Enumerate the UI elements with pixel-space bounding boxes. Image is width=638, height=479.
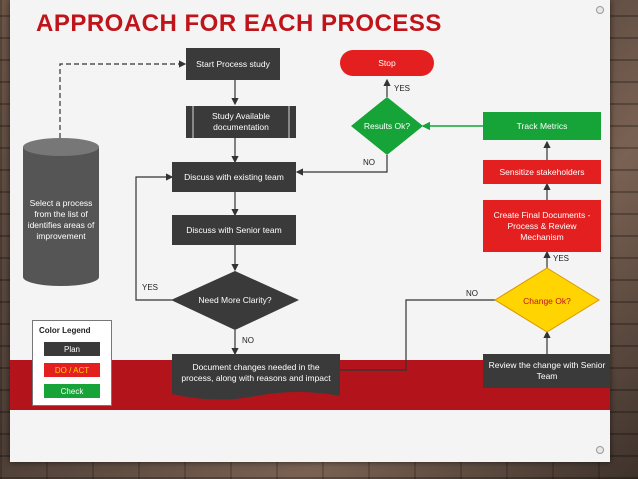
no-change-label: NO — [466, 289, 478, 298]
review-change-box: Review the change with Senior Team — [483, 354, 610, 388]
create-final-box: Create Final Documents - Process & Revie… — [483, 200, 601, 252]
legend-title: Color Legend — [39, 326, 91, 335]
legend-item-do-act: DO / ACT — [44, 363, 100, 377]
arrow-results-no-to-discuss — [295, 155, 388, 176]
corner-dot-top-right — [596, 6, 604, 14]
document-shape — [172, 354, 340, 400]
change-ok-diamond — [494, 267, 600, 333]
need-clarity-diamond — [171, 271, 299, 330]
corner-dot-bottom-right — [596, 446, 604, 454]
arrow-document-to-change — [340, 296, 520, 371]
select-process-cylinder — [23, 138, 99, 286]
study-docs-box: Study Available documentation — [186, 106, 296, 138]
discuss-senior-box: Discuss with Senior team — [172, 215, 296, 245]
arrow-yes-loop — [135, 173, 174, 301]
stop-text: Stop — [378, 57, 396, 68]
legend-item-check: Check — [44, 384, 100, 398]
discuss-existing-box: Discuss with existing team — [172, 162, 296, 192]
document-changes-text: Document changes needed in the process, … — [181, 362, 331, 383]
yes-results-label: YES — [394, 84, 411, 93]
no-results-label: NO — [363, 158, 375, 167]
results-ok-text: Results Ok? — [363, 120, 411, 131]
select-process-text: Select a process from the list of identi… — [27, 198, 95, 241]
slide-card: APPROACH FOR EACH PROCESS — [10, 0, 610, 462]
connector-lines — [23, 50, 600, 400]
color-legend: Color Legend Plan DO / ACT Check — [32, 320, 112, 406]
change-ok-text: Change Ok? — [523, 295, 571, 306]
dashed-connector — [59, 60, 187, 138]
legend-item-plan: Plan — [44, 342, 100, 356]
results-ok-diamond — [351, 97, 423, 155]
yes-change-label: YES — [553, 254, 570, 263]
slide-title: APPROACH FOR EACH PROCESS — [36, 10, 442, 37]
stop-terminator — [340, 50, 434, 76]
no-clarity-label: NO — [242, 336, 254, 345]
start-process-box: Start Process study — [186, 48, 280, 80]
sensitize-box: Sensitize stakeholders — [483, 160, 601, 184]
need-clarity-text: Need More Clarity? — [198, 294, 272, 305]
yes-clarity-label: YES — [142, 283, 159, 292]
track-metrics-box: Track Metrics — [483, 112, 601, 140]
